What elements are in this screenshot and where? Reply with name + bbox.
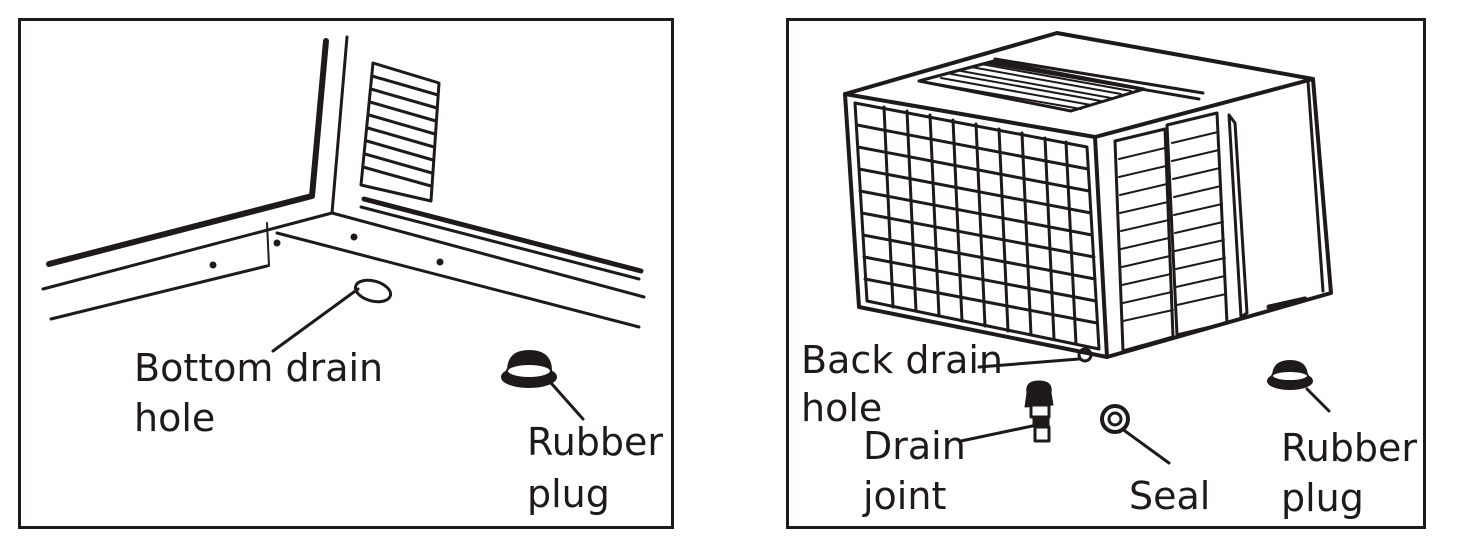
base-plate-right-edge <box>275 231 641 329</box>
unit-side-face <box>1105 77 1333 359</box>
back-drain-hole <box>1077 347 1093 363</box>
seal-label: Seal <box>1129 474 1211 518</box>
side-panel-strip <box>1227 113 1249 319</box>
drain-joint-icon <box>1024 380 1054 443</box>
top-vent-slats <box>930 63 1132 110</box>
rubber-plug-label: Rubber <box>527 420 664 464</box>
right-rail-bottom <box>359 205 641 281</box>
side-vent-slats <box>1118 131 1227 322</box>
rubber-plug-leader <box>1305 387 1331 413</box>
wall-grille-slats <box>361 74 440 188</box>
rubber-plug-leader <box>549 381 585 421</box>
unit-front-face <box>843 92 1109 359</box>
air-conditioner-illustration <box>843 31 1333 465</box>
back-drain-hole-label: Back drain <box>801 338 1004 382</box>
back-drain-panel: Back drain hole Drain joint Seal Rubber … <box>786 18 1426 529</box>
front-grille-grid <box>855 105 1099 346</box>
side-vent-left <box>1113 127 1175 353</box>
back-drain-hole-label-line2: hole <box>801 386 883 430</box>
wall-grille-outline <box>359 61 441 203</box>
top-rail <box>987 57 1205 101</box>
back-drain-leader <box>977 357 1081 369</box>
base-plate-left-edge <box>49 264 269 321</box>
unit-side-edge <box>1306 79 1325 293</box>
rubber-plug-label: Rubber <box>1281 426 1418 470</box>
bottom-drain-hole-label-line2: hole <box>134 396 216 440</box>
unit-top-face <box>843 31 1315 139</box>
right-rail-top <box>361 196 644 274</box>
drain-joint-leader <box>959 423 1039 443</box>
rubber-plug-label-line2: plug <box>527 472 610 516</box>
bottom-drain-panel: Bottom drain hole Rubber plug <box>18 18 674 529</box>
bottom-drain-hole-label: Bottom drain <box>134 346 384 390</box>
screw-marks <box>209 233 444 269</box>
bottom-drain-leader <box>271 287 360 353</box>
rubber-plug-label-line2: plug <box>1281 476 1364 520</box>
drain-joint-label: Drain <box>863 424 966 468</box>
unit-underside-illustration <box>41 35 646 421</box>
seal-leader <box>1123 429 1171 465</box>
corner-frame-outer <box>46 38 329 267</box>
base-plate-top-edge <box>41 211 646 299</box>
rubber-plug-icon <box>501 350 557 388</box>
base-plate-joint <box>266 222 270 267</box>
drain-joint-label-line2: joint <box>863 474 947 518</box>
seal-icon <box>1100 404 1130 434</box>
side-vent-right <box>1165 111 1229 337</box>
bottom-drain-hole <box>353 278 393 304</box>
side-handle <box>1266 296 1308 310</box>
rubber-plug-icon <box>1267 360 1313 390</box>
corner-frame-edge <box>330 35 349 215</box>
